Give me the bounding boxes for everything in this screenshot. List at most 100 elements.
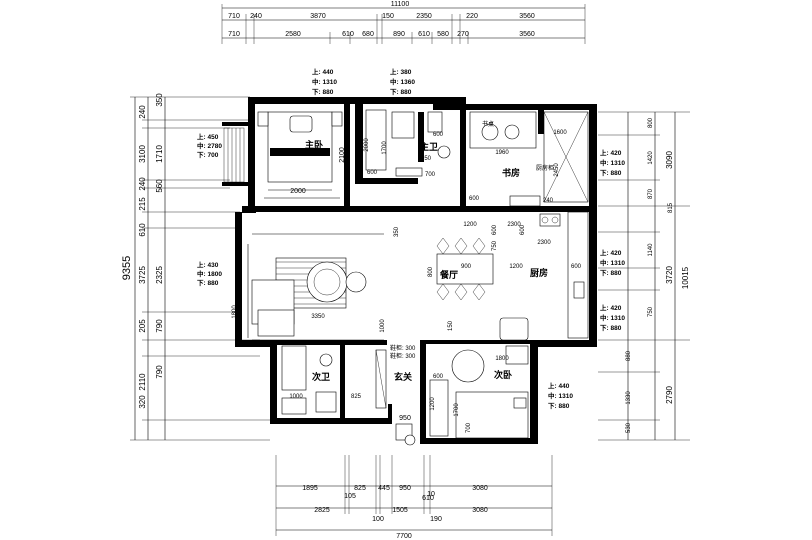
- h-sb-0: 上: 440: [548, 381, 570, 390]
- left-o-0: 240: [138, 105, 147, 119]
- room-entrance: 玄关: [394, 371, 412, 383]
- d-sb-c: 1700: [454, 403, 460, 417]
- bot-r2-0: 2825: [314, 507, 330, 514]
- left-dimensions: 9355 240 3100 240 215 610 3725 205 2110 …: [121, 93, 270, 441]
- top-r1-0: 710: [228, 13, 240, 20]
- left-i-3: 2325: [155, 266, 164, 284]
- left-o-1: 3100: [138, 145, 147, 163]
- top-r1-6: 3560: [519, 13, 535, 20]
- right-o-1: 3720: [665, 266, 674, 284]
- d-corr: 350: [394, 226, 400, 237]
- d-bath-d: 600: [433, 132, 444, 138]
- bot-total: 7700: [396, 533, 412, 540]
- right-i-6: 880: [626, 350, 632, 361]
- h-kit2-1: 中: 1310: [600, 313, 625, 322]
- bot-r1b-0: 105: [344, 493, 356, 500]
- h-win-1: 中: 2780: [197, 141, 222, 150]
- d-sb-d: 700: [466, 422, 472, 433]
- bot-r1-4: 610: [422, 495, 434, 502]
- h-bath-0: 上: 380: [390, 67, 412, 76]
- walls: [222, 97, 597, 444]
- note-study: 书桌: [482, 120, 494, 128]
- d-study-w: 1600: [553, 130, 567, 136]
- h-study-0: 上: 420: [600, 148, 622, 157]
- top-r2-5: 610: [418, 31, 430, 38]
- top-r2-8: 3560: [519, 31, 535, 38]
- h-liv-1: 中: 1800: [197, 269, 222, 278]
- right-o-2: 2790: [665, 386, 674, 404]
- left-o-8: 320: [138, 395, 147, 409]
- h-study-2: 下: 880: [600, 169, 622, 177]
- bot-r1-1: 825: [354, 485, 366, 492]
- bot-r2-2: 1505: [392, 507, 408, 514]
- d-bath-a: 2000: [364, 138, 370, 152]
- room-master-bedroom: 主卧: [305, 139, 323, 151]
- room-labels: 主卧 主卫 书房 餐厅 厨房 次卫 玄关 次卧: [305, 139, 548, 383]
- right-i-0: 800: [648, 117, 654, 128]
- d-mb-height: 2100: [339, 147, 346, 163]
- right-i-4: 1140: [648, 243, 654, 257]
- top-r1-5: 220: [466, 13, 478, 20]
- h-sb-1: 中: 1310: [548, 391, 573, 400]
- top-r2-6: 580: [437, 31, 449, 38]
- bot-r1-0: 1895: [302, 485, 318, 492]
- h-win-2: 下: 700: [197, 151, 219, 159]
- d-study-d: 860: [462, 188, 468, 199]
- d-sb-b: 600: [433, 374, 444, 380]
- bot-r2-4: 3080: [472, 507, 488, 514]
- right-i-3: 815: [668, 202, 674, 213]
- d-liv-c: 1800: [232, 305, 238, 319]
- left-i-5: 790: [155, 365, 164, 379]
- h-bath-1: 中: 1360: [390, 77, 415, 86]
- d-kit-b: 600: [520, 224, 526, 235]
- d-din-b: 750: [492, 240, 498, 251]
- left-i-4: 790: [155, 319, 164, 333]
- d-study-h: 2450: [554, 163, 560, 177]
- right-total: 10015: [681, 266, 690, 289]
- bottom-dimensions: 1895 825 445 950 610 3080 105 10 2825 10…: [275, 455, 553, 540]
- top-r2-7: 270: [457, 31, 469, 38]
- room-master-bath: 主卫: [420, 141, 438, 153]
- right-i-7: 1330: [626, 391, 632, 405]
- h-kit-2: 下: 880: [600, 269, 622, 277]
- d-liv-a: 3350: [311, 314, 325, 320]
- h-mb-2: 下: 880: [312, 88, 334, 96]
- left-i-2: 560: [155, 179, 164, 193]
- top-r2-4: 890: [393, 31, 405, 38]
- d-ent-a: 950: [399, 415, 411, 422]
- d-bath-c: 950: [421, 156, 432, 162]
- room-study: 书房: [502, 167, 520, 179]
- top-r2-1: 2580: [285, 31, 301, 38]
- left-o-4: 610: [138, 223, 147, 237]
- left-total: 9355: [121, 256, 133, 280]
- right-dimensions: 10015 3090 3720 2790 800 1420 870 815 11…: [598, 111, 690, 441]
- d-wc-b: 825: [351, 394, 362, 400]
- interior-dimensions: 2000 2100 2000 1700 950 600 700 600 1600…: [232, 120, 582, 433]
- d-kit-a: 2300: [507, 222, 521, 228]
- note-kitchen: 厨房柜: [536, 164, 554, 172]
- room-dining: 餐厅: [439, 269, 458, 281]
- right-i-5: 750: [648, 306, 654, 317]
- h-liv-0: 上: 430: [197, 260, 219, 269]
- left-i-1: 1710: [155, 145, 164, 163]
- room-kitchen: 厨房: [530, 267, 548, 279]
- left-o-5: 3725: [138, 266, 147, 284]
- room-second-bath: 次卫: [312, 371, 330, 383]
- h-kit-0: 上: 420: [600, 248, 622, 257]
- right-i-8: 530: [626, 422, 632, 433]
- d-liv-b: 1000: [380, 319, 386, 333]
- top-r1-4: 2350: [416, 13, 432, 20]
- d-study-c: 240: [543, 198, 554, 204]
- d-kit-d: 1200: [463, 222, 477, 228]
- bot-r1-2: 445: [378, 485, 390, 492]
- left-o-3: 215: [138, 197, 147, 211]
- note-ent2: 鞋柜: 300: [390, 352, 416, 360]
- d-study-a: 1960: [495, 150, 509, 156]
- d-din-a: 900: [461, 264, 472, 270]
- h-mb-1: 中: 1310: [312, 77, 337, 86]
- left-o-7: 2110: [138, 373, 147, 391]
- d-kit-c: 2300: [537, 240, 551, 246]
- h-mb-0: 上: 440: [312, 67, 334, 76]
- left-o-6: 205: [138, 319, 147, 333]
- h-kit-1: 中: 1310: [600, 258, 625, 267]
